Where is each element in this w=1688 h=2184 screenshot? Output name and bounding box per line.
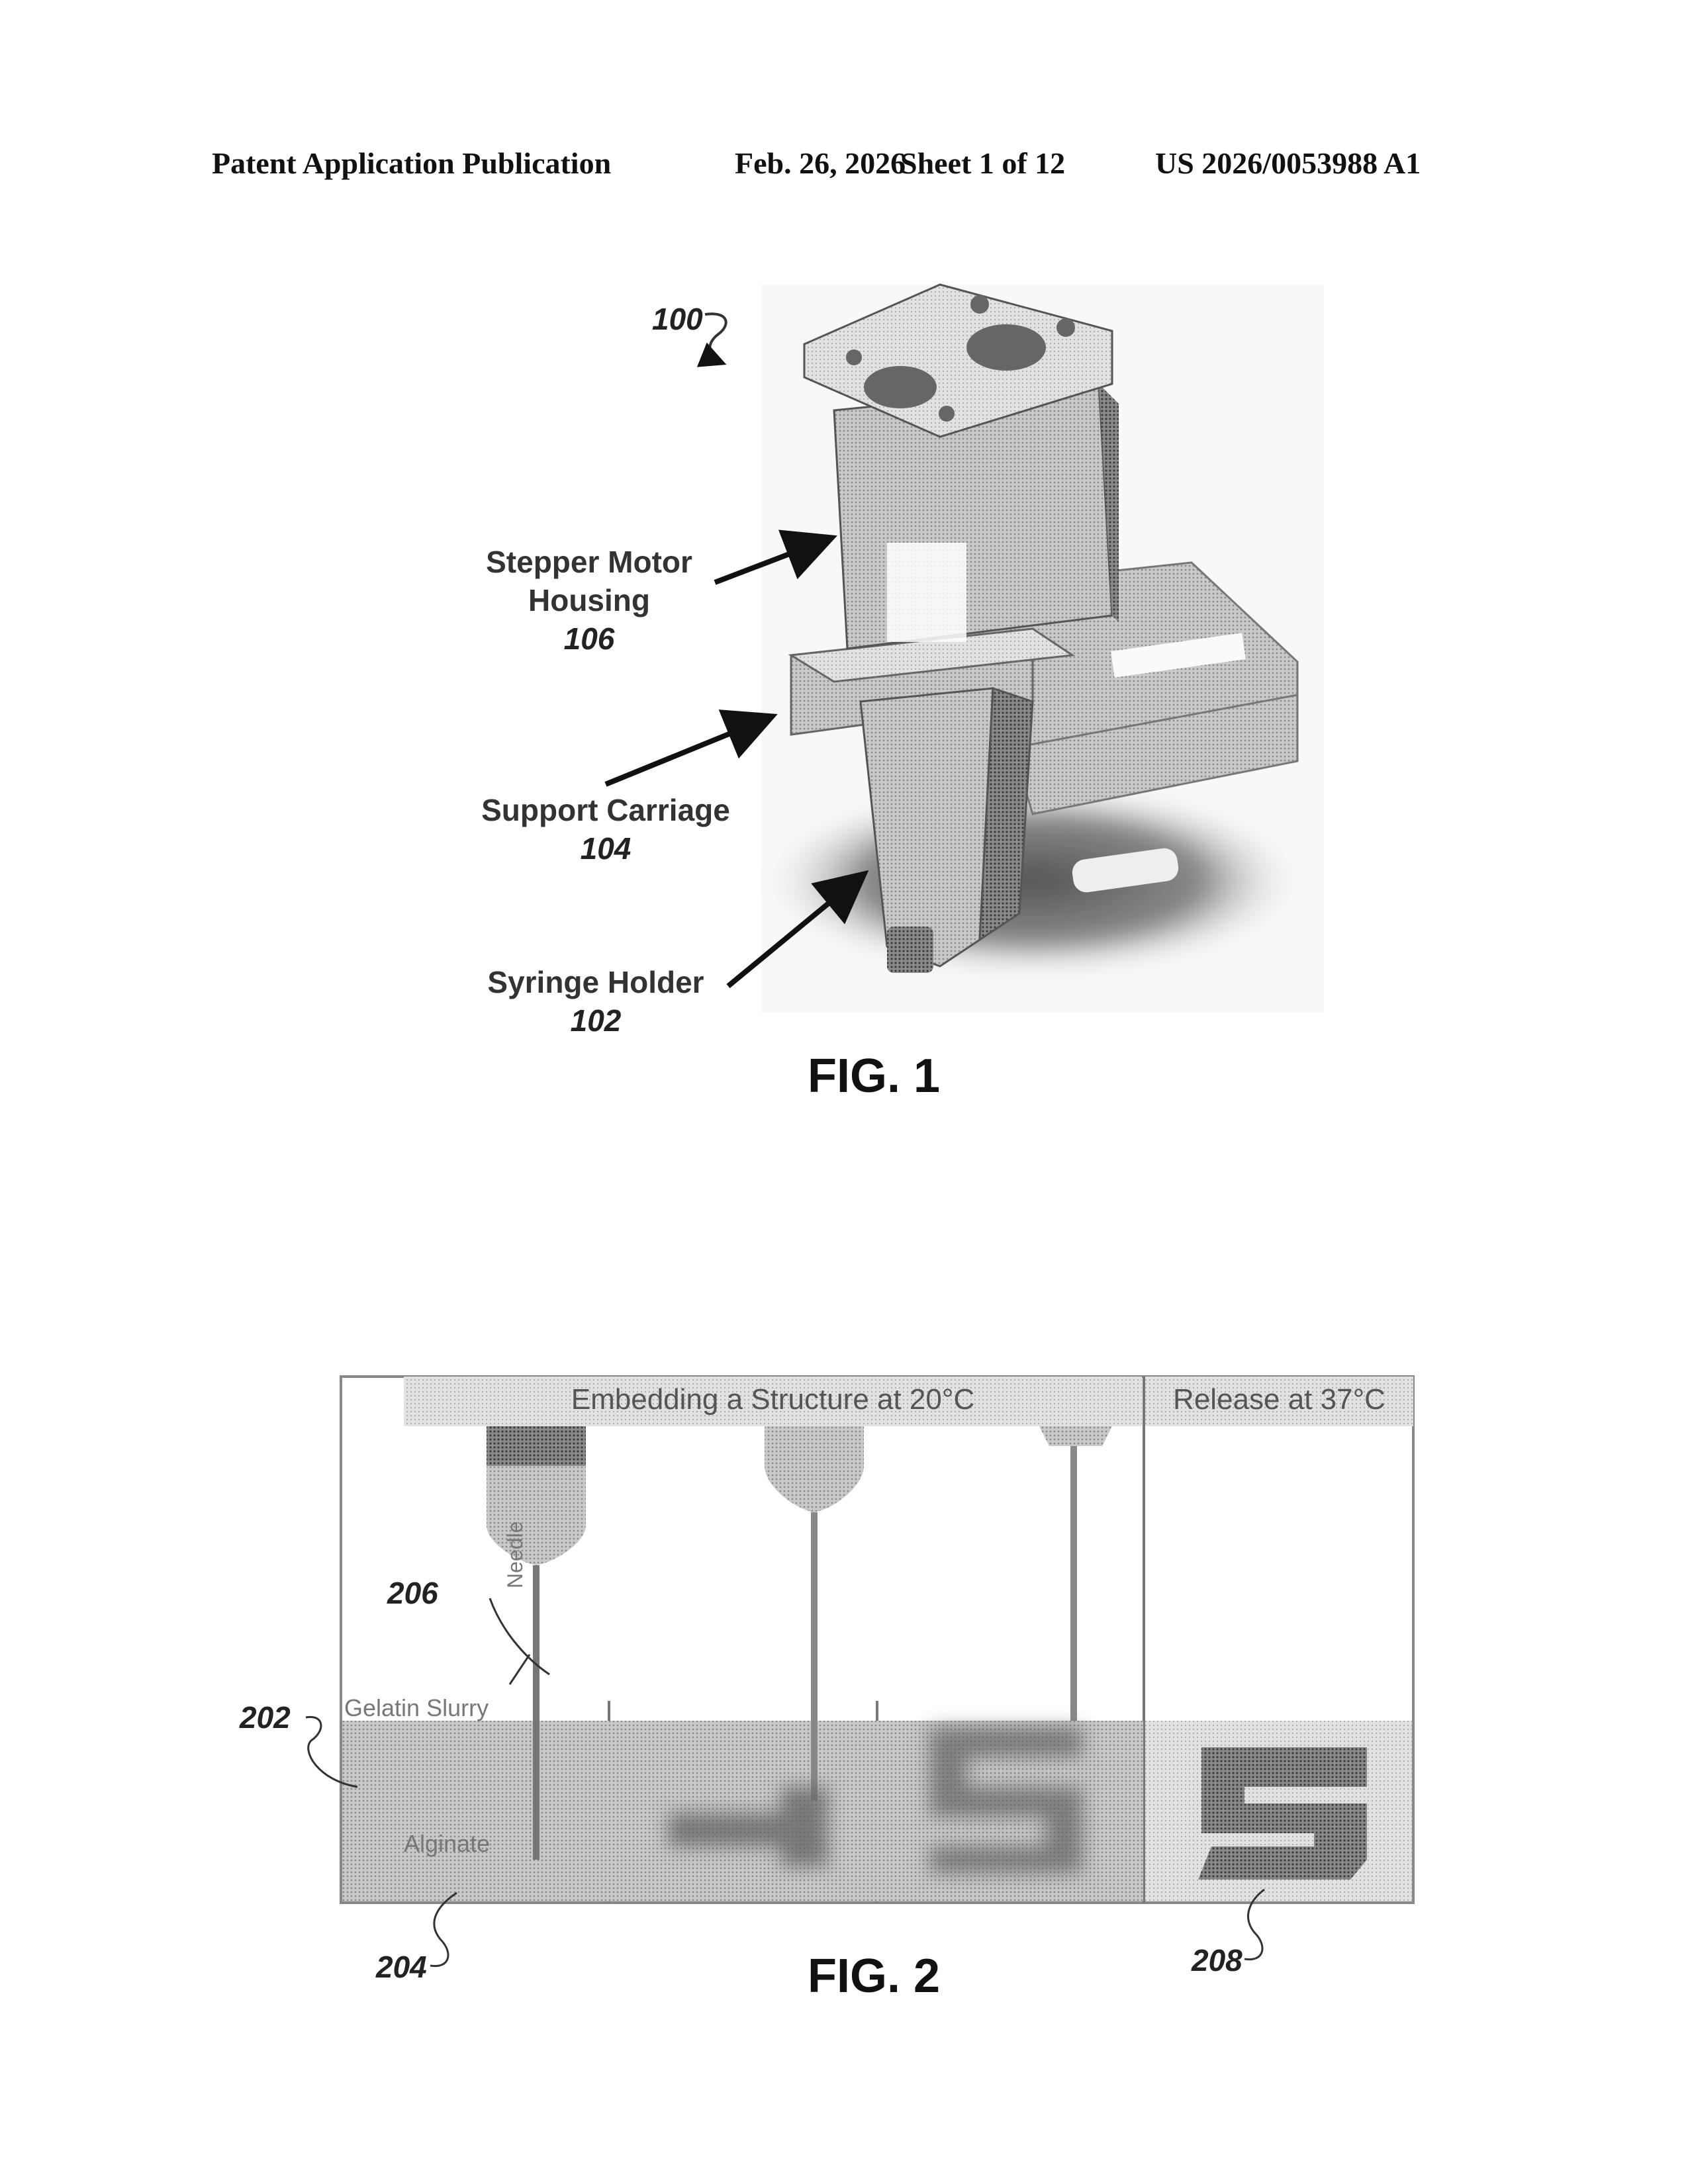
callout-line: Stepper Motor: [457, 543, 722, 581]
fig2-panels: [341, 1377, 1413, 1903]
fig1-device-illustration: [755, 285, 1324, 1013]
callout-syringe-holder: Syringe Holder 102: [457, 963, 735, 1040]
alginate-label: Alginate: [404, 1830, 490, 1858]
ref-208: 208: [1192, 1942, 1243, 1978]
ref-202: 202: [240, 1700, 291, 1735]
ref-102: 102: [457, 1001, 735, 1040]
release-header: Release at 37°C: [1145, 1383, 1413, 1416]
ref-104: 104: [457, 829, 755, 868]
ref-204: 204: [376, 1949, 427, 1985]
fig2-caption: FIG. 2: [808, 1949, 940, 2003]
callout-support-carriage: Support Carriage 104: [457, 791, 755, 868]
fig1-caption: FIG. 1: [808, 1049, 940, 1103]
callout-line: Support Carriage: [457, 791, 755, 829]
ref-100-leader: [705, 314, 726, 363]
embedding-header: Embedding a Structure at 20°C: [404, 1383, 1142, 1416]
ref-206: 206: [387, 1575, 438, 1611]
needle-label: Needle: [503, 1522, 528, 1588]
ref-100: 100: [652, 301, 703, 337]
gelatin-slurry-label: Gelatin Slurry: [344, 1694, 489, 1722]
callout-line: Syringe Holder: [457, 963, 735, 1001]
callout-line: Housing: [457, 581, 722, 619]
ref-106: 106: [457, 619, 722, 658]
callout-stepper-motor-housing: Stepper Motor Housing 106: [457, 543, 722, 658]
